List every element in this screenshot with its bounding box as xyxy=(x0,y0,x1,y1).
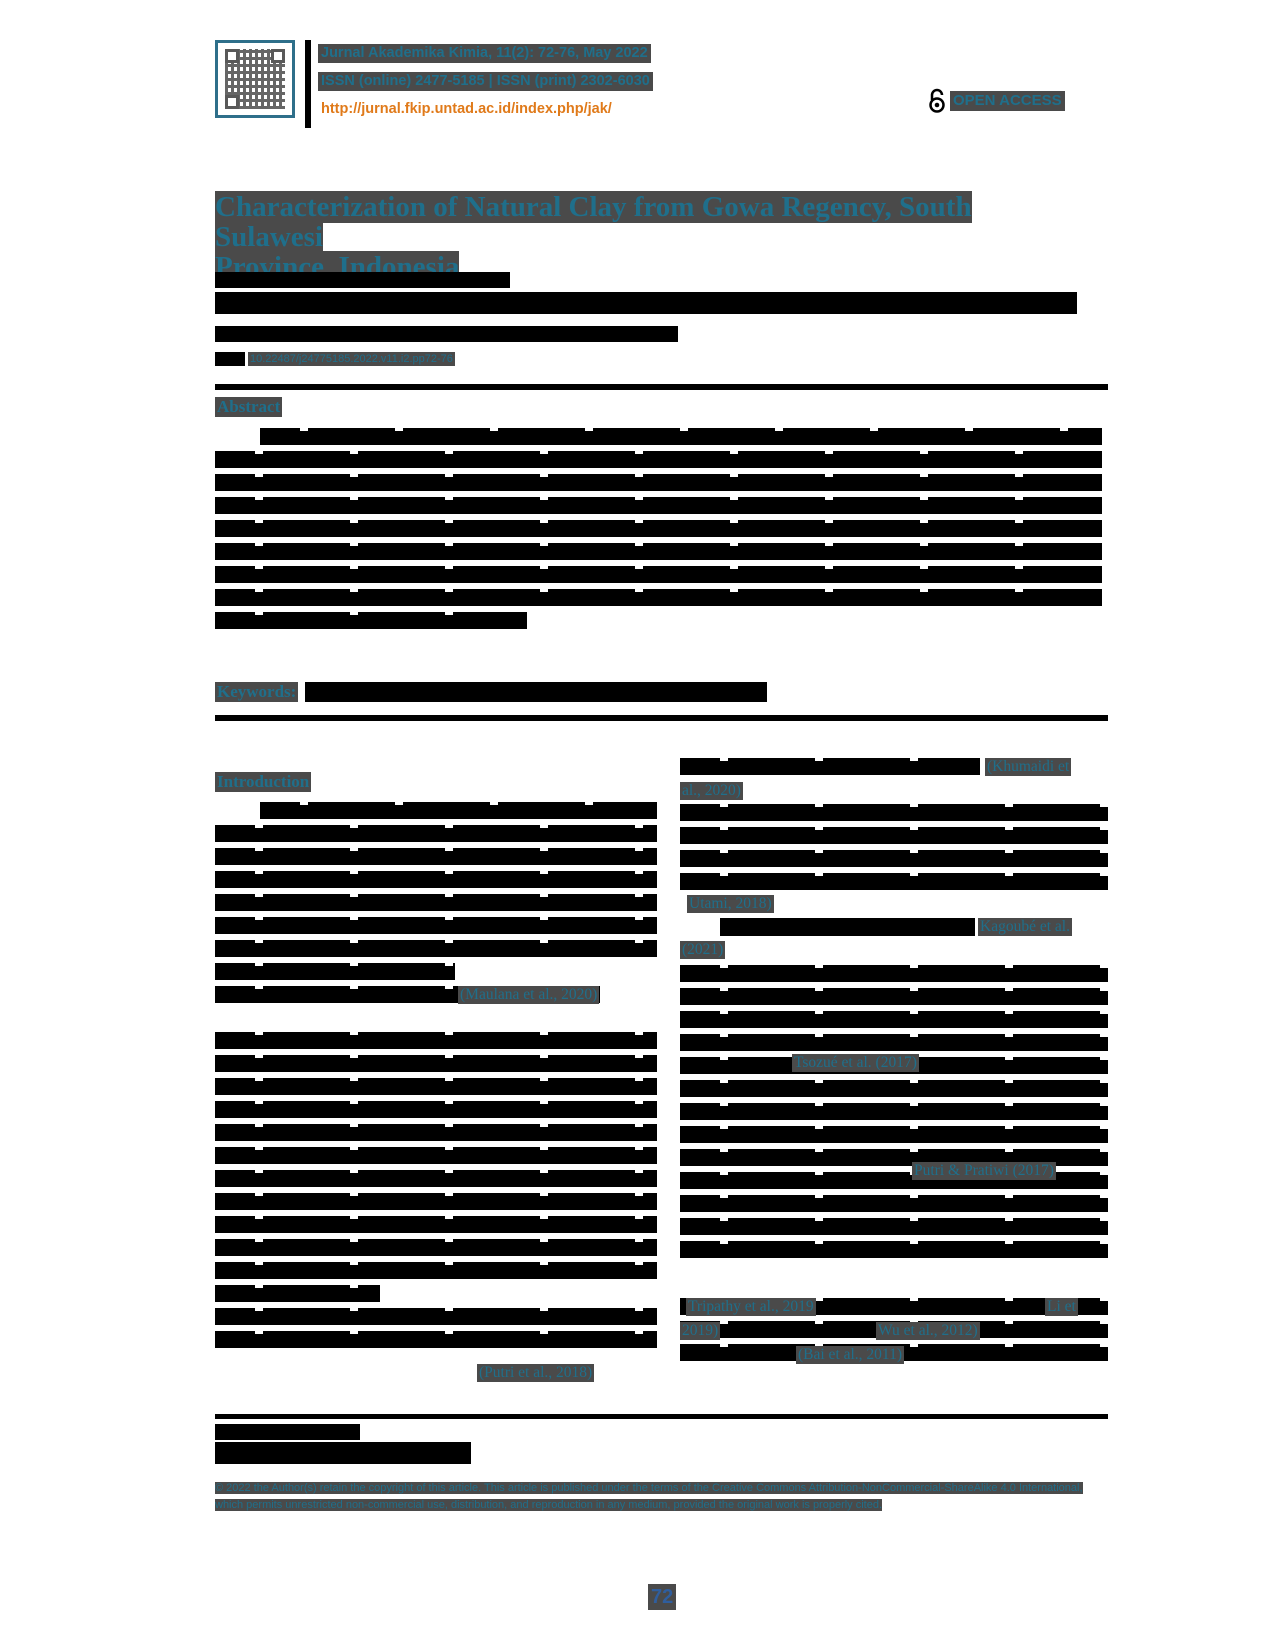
intro-right-paragraph-2 xyxy=(680,965,1108,1264)
citation[interactable]: (2021) xyxy=(680,941,726,959)
abstract-bottom-rule xyxy=(215,715,1108,721)
citation[interactable]: (Putri et al., 2018) xyxy=(477,1364,595,1382)
header-divider xyxy=(305,40,311,128)
correspondence-label-redacted xyxy=(215,1424,360,1440)
citation[interactable]: (Khumaidi et xyxy=(985,758,1072,776)
abstract-top-rule xyxy=(215,384,1108,390)
citation[interactable]: Utami, 2018) xyxy=(687,895,774,913)
citation[interactable]: (Bai et al., 2011) xyxy=(796,1346,905,1364)
copyright-text: © 2022 the Author(s) retain the copyrigh… xyxy=(215,1482,1083,1511)
article-title: Characterization of Natural Clay from Go… xyxy=(215,191,1065,283)
journal-citation-line: Jurnal Akademika Kimia, 11(2): 72-76, Ma… xyxy=(318,44,651,63)
citation[interactable]: Li et xyxy=(1045,1298,1078,1316)
footer-rule xyxy=(215,1414,1108,1419)
citation[interactable]: Putri & Pratiwi (2017) xyxy=(912,1162,1056,1180)
journal-url-link[interactable]: http://jurnal.fkip.untad.ac.id/index.php… xyxy=(321,101,612,117)
doi-link[interactable]: 10.22487/j24775185.2022.v11.i2.pp72-76 xyxy=(248,352,455,366)
authors-redacted xyxy=(215,272,510,288)
citation[interactable]: (Maulana et al., 2020) xyxy=(458,986,600,1004)
abstract-heading: Abstract xyxy=(215,397,283,417)
intro-right-paragraph-1 xyxy=(680,758,1108,919)
affiliation-redacted xyxy=(215,292,1077,314)
open-lock-icon xyxy=(929,88,945,113)
page-number: 72 xyxy=(648,1584,677,1610)
title-line-1: Characterization of Natural Clay from Go… xyxy=(215,191,972,253)
keywords-redacted xyxy=(305,682,767,702)
open-access-label: OPEN ACCESS xyxy=(950,91,1065,111)
open-access-badge: OPEN ACCESS xyxy=(928,88,1065,114)
qr-code-icon xyxy=(215,40,295,118)
citation[interactable]: Wu et al., 2012) xyxy=(876,1322,980,1340)
intro-left-paragraph-2 xyxy=(215,1032,657,1354)
citation[interactable]: Tsozué et al. (2017) xyxy=(792,1054,919,1072)
citation[interactable]: al., 2020) xyxy=(680,782,743,800)
redacted-text xyxy=(720,918,975,936)
keywords-label: Keywords: xyxy=(215,682,299,702)
intro-left-paragraph-1 xyxy=(215,802,657,1009)
copyright-notice: © 2022 the Author(s) retain the copyrigh… xyxy=(215,1480,1108,1514)
correspondence-email-redacted xyxy=(215,1442,471,1464)
correspondence-redacted xyxy=(215,326,678,342)
doi-label xyxy=(215,352,245,366)
citation[interactable]: Tripathy et al., 2019 xyxy=(686,1298,816,1316)
citation[interactable]: 2019) xyxy=(680,1322,721,1340)
introduction-heading: Introduction xyxy=(215,772,312,792)
abstract-body-redacted xyxy=(215,428,1102,635)
citation[interactable]: Kagoubé et al. xyxy=(978,918,1072,936)
issn-line: ISSN (online) 2477-5185 | ISSN (print) 2… xyxy=(318,72,653,91)
